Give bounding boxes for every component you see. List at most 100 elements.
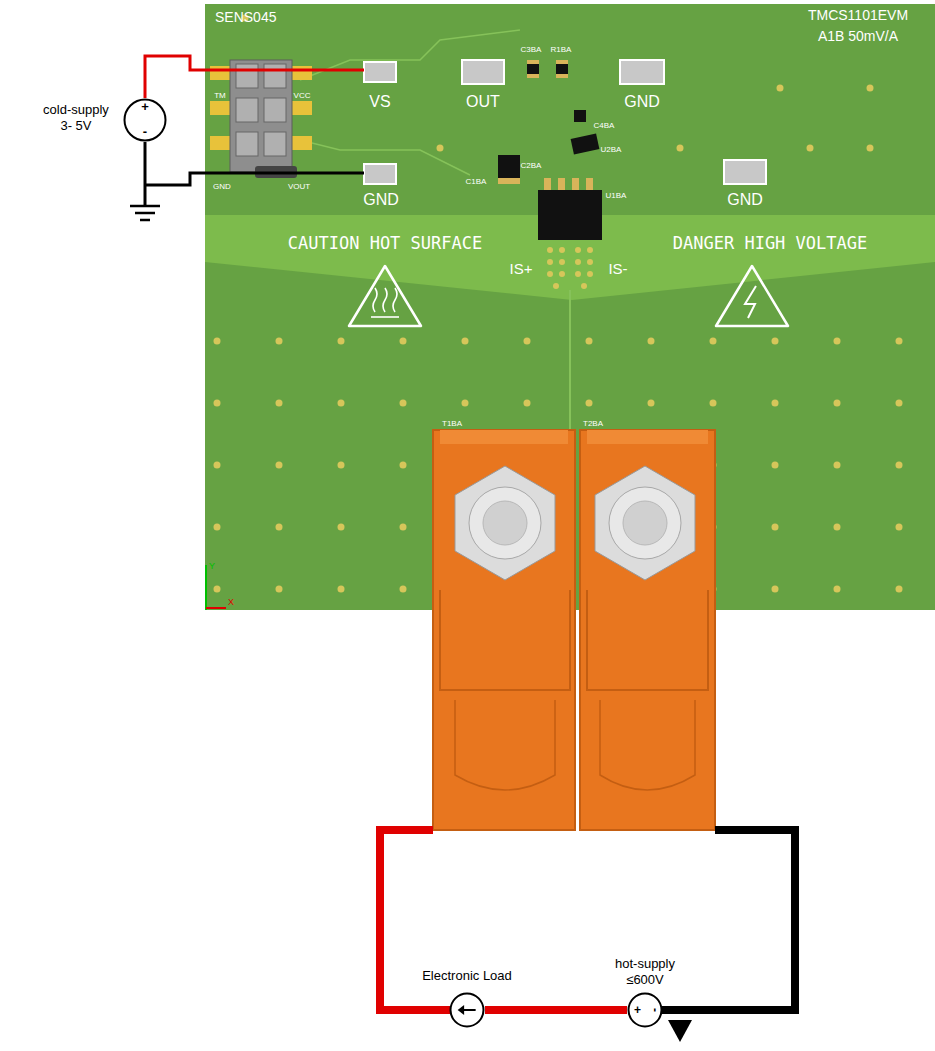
smd-components — [547, 259, 553, 265]
smd-components — [575, 259, 581, 265]
smd-components — [544, 178, 551, 190]
smd-components — [547, 271, 553, 277]
smd-components — [498, 60, 602, 289]
supply-label: cold-supply 3- 5V — [37, 102, 115, 135]
hot-wires — [668, 1020, 692, 1042]
board-name: TMCS1101EVM — [808, 8, 908, 23]
pin-header — [210, 101, 230, 115]
refdes: T2BA — [583, 420, 603, 429]
refdes: R1BA — [551, 46, 572, 55]
pin-header — [236, 132, 258, 156]
terminal-blocks — [595, 466, 695, 580]
refdes: C2BA — [521, 162, 542, 171]
smd-components — [587, 259, 593, 265]
smd-components — [574, 110, 586, 122]
smd-components — [587, 247, 593, 253]
source-circle — [627, 992, 663, 1028]
supply-label: hot-supply ≤600V — [605, 956, 685, 989]
terminal-blocks — [587, 430, 708, 444]
pcb-board — [807, 145, 814, 152]
pin-name: GND — [213, 183, 231, 192]
cold-wires — [140, 219, 150, 222]
board-variant: A1B 50mV/A — [818, 29, 898, 44]
smd-components — [556, 74, 568, 78]
pin-name: VCC — [294, 92, 311, 101]
pcb-board — [242, 15, 249, 22]
polarity-sign: - — [143, 124, 147, 140]
terminal-blocks — [600, 700, 695, 790]
warning-symbols — [371, 316, 399, 318]
pcb-board — [242, 15, 874, 152]
smd-components — [559, 271, 565, 277]
pin-header — [292, 66, 312, 80]
source-circle — [451, 994, 484, 1027]
cold-supply-source: cold-supply 3- 5V+- — [123, 98, 167, 142]
smd-components — [586, 178, 593, 190]
load-label: Electronic Load — [422, 968, 512, 984]
pads — [364, 60, 766, 184]
smd-components — [547, 247, 553, 253]
axis-label: Y — [209, 562, 215, 572]
source-circle — [123, 98, 167, 142]
smd-components — [527, 60, 539, 64]
board-name: SENS045 — [215, 10, 276, 25]
axis-indicator — [206, 565, 226, 610]
polarity-sign: + — [634, 1003, 641, 1018]
pin-name: TM — [214, 92, 226, 101]
terminal-blocks — [440, 590, 708, 690]
electronic-load: Electronic Load — [449, 992, 485, 1028]
pads — [462, 60, 504, 84]
smd-components — [527, 74, 539, 78]
pads — [364, 164, 396, 184]
pin-header — [292, 101, 312, 115]
terminal-blocks — [580, 430, 715, 830]
pcb-board — [437, 145, 444, 152]
smd-components — [538, 190, 602, 240]
warning-text: DANGER HIGH VOLTAGE — [673, 234, 867, 253]
pcb-board — [300, 30, 520, 175]
smd-components — [581, 283, 587, 289]
smd-components — [498, 155, 520, 179]
smd-components — [556, 60, 568, 78]
pin-header — [264, 98, 286, 122]
cold-wires — [130, 56, 364, 220]
pads — [620, 60, 664, 84]
pin-header — [292, 136, 312, 150]
current-arrow — [462, 1009, 476, 1011]
source-circle — [125, 100, 166, 141]
pads — [364, 62, 396, 82]
pad-name: GND — [624, 93, 660, 111]
warning-symbols — [716, 266, 788, 326]
polarity-sign: - — [647, 1008, 662, 1012]
refdes: U2BA — [601, 146, 622, 155]
smd-components — [575, 271, 581, 277]
axis-indicator — [205, 565, 207, 610]
smd-components — [572, 178, 579, 190]
current-arrow — [458, 1005, 464, 1015]
terminal-blocks — [433, 430, 715, 830]
terminal-blocks — [455, 700, 555, 790]
pad-name: GND — [363, 191, 399, 209]
pcb-board — [777, 85, 784, 92]
smd-components — [547, 247, 593, 289]
terminal-blocks — [440, 430, 568, 444]
pad-name: GND — [727, 191, 763, 209]
power-wire — [485, 1006, 627, 1014]
smd-components — [498, 178, 520, 184]
polarity-sign: + — [141, 99, 149, 115]
terminal-blocks — [623, 501, 667, 545]
smd-components — [527, 60, 539, 78]
smd-components — [559, 259, 565, 265]
axis-indicator — [206, 607, 226, 609]
pcb-board — [867, 145, 874, 152]
terminal-blocks — [455, 466, 555, 580]
hot-wires — [380, 830, 795, 1042]
pad-name: VS — [369, 93, 390, 111]
smd-components — [553, 283, 559, 289]
smd-components — [571, 133, 600, 154]
warning-symbols — [349, 266, 421, 326]
